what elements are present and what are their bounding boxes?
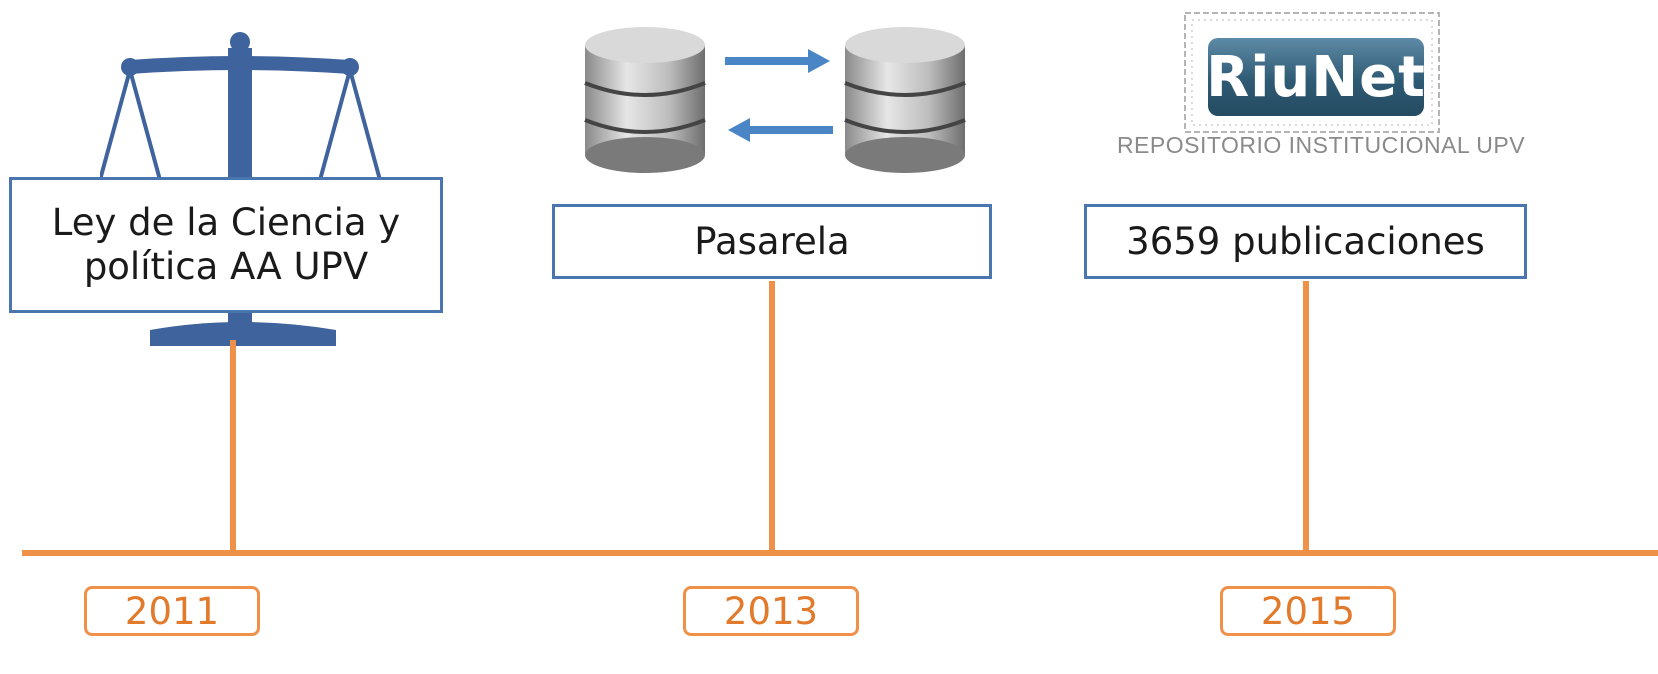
event-label-2011-line1: Ley de la Ciencia y [51,201,401,244]
riunet-subtitle: REPOSITORIO INSTITUCIONAL UPV [1116,132,1526,158]
year-2013: 2013 [683,586,859,636]
connector-2013 [769,281,775,552]
year-2015: 2015 [1220,586,1396,636]
arrow-left-icon [728,118,833,142]
arrow-right-icon [725,49,830,73]
event-box-2013: Pasarela [552,204,992,279]
event-label-2013: Pasarela [694,219,850,263]
event-label-2011-line2: política AA UPV [83,245,369,288]
riunet-logo: RiuNet [1206,38,1425,116]
database-sync-icon [584,27,966,173]
connector-2015 [1303,281,1309,552]
event-box-2015: 3659 publicaciones [1084,204,1527,279]
event-label-2015: 3659 publicaciones [1126,219,1485,263]
year-2011: 2011 [84,586,260,636]
riunet-frame-decoration [1184,12,1440,133]
database-left-icon [584,27,706,173]
event-box-2011: Ley de la Ciencia y política AA UPV [9,177,443,313]
connector-2011 [230,340,236,552]
database-right-icon [844,27,966,173]
timeline-axis [22,550,1658,556]
